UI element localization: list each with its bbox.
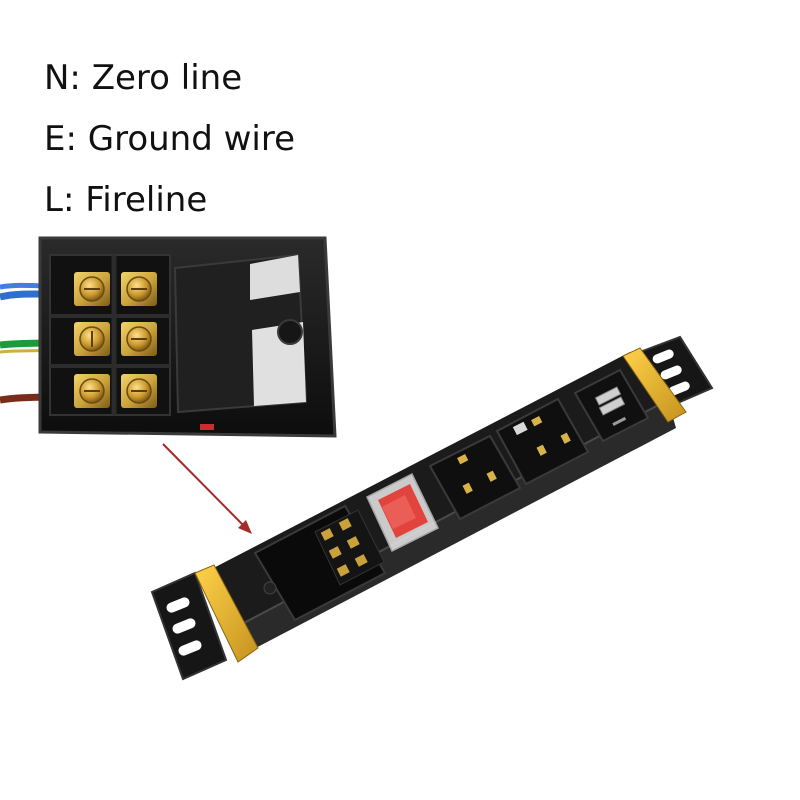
wiring-legend: N: Zero line E: Ground wire L: Fireline <box>44 48 295 231</box>
terminal-screw <box>121 272 157 306</box>
right-end-cap <box>622 347 687 423</box>
rack-mount-power-strip <box>150 335 714 681</box>
legend-ground: E: Ground wire <box>44 119 296 159</box>
terminal-screw <box>74 374 110 408</box>
terminal-block <box>74 272 157 408</box>
universal-outlet-2 <box>495 397 590 486</box>
terminal-screw <box>74 322 110 356</box>
terminal-screw <box>121 322 157 356</box>
universal-outlet-1 <box>428 434 522 521</box>
usb-port-1 <box>594 386 622 406</box>
legend-live: L: Fireline <box>44 180 208 220</box>
terminal-screw <box>74 272 110 306</box>
left-mounting-bracket <box>150 571 228 681</box>
power-switch <box>366 472 439 553</box>
pointer-arrow <box>162 443 252 534</box>
left-end-cap <box>194 564 259 663</box>
terminal-box-closeup <box>0 236 337 438</box>
legend-neutral: N: Zero line <box>44 58 243 98</box>
usb-charging-module <box>573 368 650 443</box>
mounting-post <box>277 319 303 345</box>
terminal-screw <box>121 374 157 408</box>
usb-port-2 <box>598 396 626 416</box>
pdu-terminal-module <box>253 504 387 622</box>
